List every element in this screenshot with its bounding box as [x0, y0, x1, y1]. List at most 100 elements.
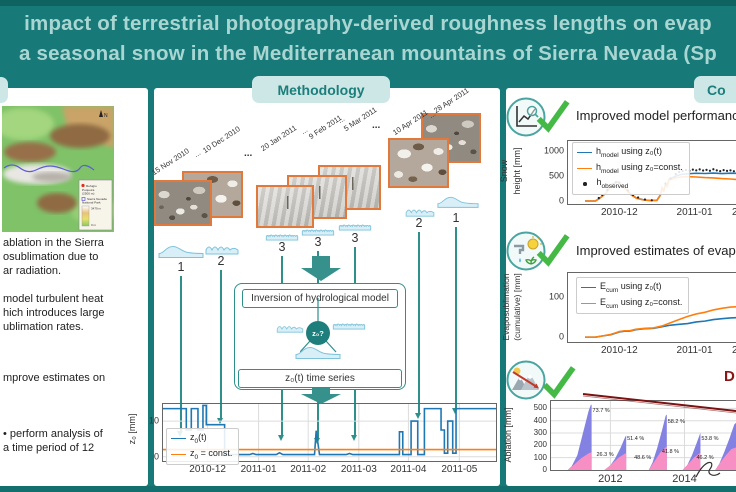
flow-arrow-line [414, 232, 423, 419]
snow-surface-rough-icon [265, 229, 299, 241]
svg-text:National Park: National Park [82, 201, 101, 205]
elevation-ramp [81, 205, 90, 227]
methodology-header-label: Methodology [277, 81, 365, 98]
legend-swatch [577, 152, 592, 154]
legend-label: hobserved [596, 177, 629, 190]
legend-swatch [581, 302, 596, 304]
x-tick-label: 2011-02 [290, 464, 327, 475]
z0-chart-ylabel: z₀ [mm] [127, 413, 137, 445]
snow-surface-wavy-icon [274, 321, 306, 333]
x-tick-label: 2011-01 [676, 345, 713, 356]
ablation-trend-icon [506, 360, 546, 400]
y-tick-label: 200 [533, 440, 547, 450]
intro-paragraph-4: • perform analysis of a time period of 1… [3, 428, 103, 454]
z0-question-circle: z₀? [306, 321, 330, 345]
y-tick-label: 500 [548, 170, 564, 181]
roughness-class-number: 3 [351, 231, 359, 245]
svg-text:Poqueira: Poqueira [82, 188, 95, 192]
snow-surface-rough-icon [331, 318, 367, 330]
x-tick-label: 2010-12 [600, 207, 638, 218]
z0-timeseries-label: z₀(t) time series [238, 369, 402, 388]
evap-chart-ylabel-1: Evaposublimation [501, 273, 511, 341]
y-tick-label: 300 [533, 428, 547, 438]
percentage-label: 53.8 % [701, 435, 719, 442]
percentage-label: 58.2 % [667, 418, 685, 425]
snow-surface-rough-icon [337, 219, 373, 231]
bottom-strip [0, 486, 736, 492]
check-icon [536, 234, 570, 267]
legend-row: Ecum using z₀=const. [581, 296, 682, 312]
down-block-arrow-icon [301, 256, 341, 281]
terrain-map-graphic: N Refugio Poqueira (2500 m) Sierra Nevad… [0, 106, 118, 232]
title-line-1: impact of terrestrial photography-derive… [24, 12, 712, 35]
legend-label: hmodel using z₀=const. [596, 161, 683, 175]
y-tick-label: 10 [148, 415, 159, 426]
roughness-class-number: 2 [415, 216, 423, 230]
inversion-connector-lines [300, 298, 337, 353]
x-tick-label: 2012 [598, 473, 623, 485]
x-tick-label: 2011-03 [340, 464, 377, 475]
snow-photo [256, 185, 314, 228]
intro-paragraph-2: model turbulent heat hich introduces lar… [3, 293, 105, 333]
x-tick-label: 2010-12 [600, 345, 638, 356]
evaposublimation-chart: 0 100 2010-12 2011-01 2 [549, 272, 736, 356]
snow-surface-smooth-icon [437, 193, 479, 209]
svg-text:(2500 m): (2500 m) [82, 192, 94, 196]
snow-surface-smooth-icon [295, 343, 341, 360]
svg-text:Sierra Nevada: Sierra Nevada [87, 197, 107, 201]
legend-row: Ecum using z₀(t) [581, 280, 682, 296]
y-tick-label: 100 [533, 452, 547, 462]
study-area-map: N Refugio Poqueira (2500 m) Sierra Nevad… [0, 106, 118, 232]
y-tick-label: 400 [533, 415, 547, 425]
methodology-header-chip: Methodology [252, 76, 390, 103]
svg-text:0 m: 0 m [91, 223, 97, 227]
svg-text:Refugio: Refugio [86, 184, 97, 188]
intro-header-chip [0, 77, 8, 103]
y-tick-label: 0 [542, 465, 547, 474]
map-legend: Refugio Poqueira (2500 m) Sierra Nevada … [78, 179, 113, 231]
legend-label: hmodel using z₀(t) [596, 146, 662, 159]
flow-arrow-line [451, 227, 460, 414]
snow-chart-legend: hmodel using z₀(t) hmodel using z₀=const.… [572, 142, 690, 195]
percentage-label: 46.2 % [696, 454, 714, 461]
conclusion-item-1-label: Improved model performance [576, 108, 736, 123]
title-line-2: a seasonal snow in the Mediterranean mou… [18, 42, 718, 65]
x-tick-label: 2 [731, 345, 736, 356]
evaposublimation-icon [506, 231, 546, 271]
svg-text:N: N [104, 113, 108, 119]
down-block-arrow-icon [301, 386, 341, 404]
legend-label: z0 = const. [190, 447, 233, 461]
conclusions-header-chip: Co [694, 76, 736, 103]
top-strip [0, 0, 736, 6]
roughness-class-number: 3 [314, 235, 322, 249]
legend-swatch [581, 287, 596, 289]
roughness-class-number: 2 [217, 254, 225, 268]
percentage-label: 73.7 % [592, 408, 610, 415]
conclusion-item-3-label: D [724, 368, 735, 385]
legend-row: hobserved [577, 176, 683, 192]
legend-label: Ecum using z₀(t) [600, 281, 662, 294]
snow-surface-wavy-icon [403, 204, 437, 217]
x-tick-label: 2014 [672, 473, 697, 485]
z0-chart-legend: z0(t)z0 = const. [166, 428, 240, 466]
snow-photo [154, 180, 212, 226]
snow-surface-wavy-icon [205, 240, 239, 255]
legend-swatch [583, 182, 587, 186]
legend-row: z0(t) [171, 431, 232, 447]
y-tick-label: 0 [153, 451, 159, 462]
roughness-class-number: 1 [177, 260, 185, 274]
percentage-label: 51.4 % [627, 435, 645, 442]
roughness-class-number: 1 [452, 211, 460, 225]
y-tick-label: 100 [548, 291, 564, 302]
svg-text:3479 m: 3479 m [91, 207, 102, 211]
snow-chart-ylabel-1: Snow [499, 159, 509, 183]
conclusions-header-label: Co [707, 81, 726, 98]
y-tick-label: 0 [558, 331, 564, 342]
x-tick-label: 2011-05 [441, 464, 478, 475]
legend-label: Ecum using z₀=const. [600, 296, 683, 310]
north-arrow-icon: N [99, 110, 108, 119]
legend-swatch [171, 438, 186, 440]
x-tick-label: 2011-01 [240, 464, 277, 475]
snow-photo [388, 138, 449, 188]
